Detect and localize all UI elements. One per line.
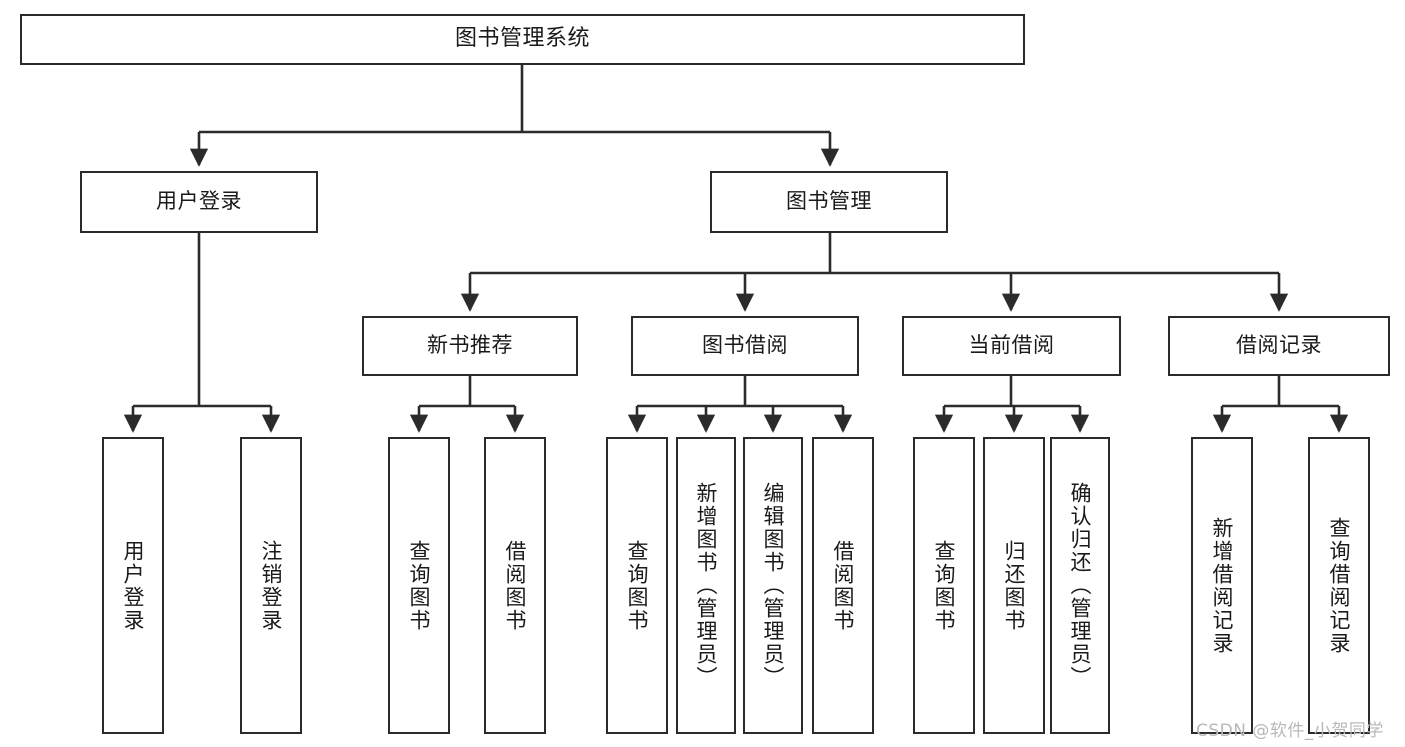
node-label: 图书借阅 [702,333,788,358]
node-leaf-edit-book[interactable]: 编辑图书（管理员） [743,437,803,734]
node-leaf-query-book-1[interactable]: 查询图书 [388,437,450,734]
node-new-book-recommend[interactable]: 新书推荐 [362,316,578,376]
node-label: 图书管理系统 [454,26,590,52]
node-label: 新增借阅记录 [1210,516,1235,655]
node-leaf-borrow-book-1[interactable]: 借阅图书 [484,437,546,734]
node-label: 查询图书 [932,539,957,632]
node-leaf-logout-login[interactable]: 注销登录 [240,437,302,734]
node-leaf-query-record[interactable]: 查询借阅记录 [1308,437,1370,734]
node-leaf-borrow-book-2[interactable]: 借阅图书 [812,437,874,734]
node-label: 查询图书 [407,539,432,632]
node-label: 用户登录 [156,189,242,214]
node-book-manage[interactable]: 图书管理 [710,171,948,233]
node-label: 当前借阅 [968,333,1055,358]
node-label: 注销登录 [259,539,284,632]
node-user-login[interactable]: 用户登录 [80,171,318,233]
node-label: 新增图书（管理员） [694,482,719,689]
node-leaf-add-record[interactable]: 新增借阅记录 [1191,437,1253,734]
node-label: 确认归还（管理员） [1068,482,1093,689]
node-leaf-query-book-2[interactable]: 查询图书 [606,437,668,734]
node-root-system[interactable]: 图书管理系统 [20,14,1025,65]
node-label: 借阅图书 [503,539,528,632]
node-label: 归还图书 [1002,539,1027,632]
node-label: 借阅图书 [831,539,856,632]
node-label: 编辑图书（管理员） [761,482,786,689]
node-current-borrow[interactable]: 当前借阅 [902,316,1121,376]
node-book-borrow[interactable]: 图书借阅 [631,316,859,376]
node-borrow-record[interactable]: 借阅记录 [1168,316,1390,376]
node-label: 用户登录 [121,539,146,632]
node-leaf-user-login[interactable]: 用户登录 [102,437,164,734]
node-leaf-add-book[interactable]: 新增图书（管理员） [676,437,736,734]
node-label: 图书管理 [786,189,872,214]
node-leaf-query-book-3[interactable]: 查询图书 [913,437,975,734]
csdn-watermark: CSDN @软件_小贺同学 [1196,721,1384,741]
node-label: 新书推荐 [427,333,513,358]
node-label: 查询图书 [625,539,650,632]
node-label: 查询借阅记录 [1327,516,1352,655]
node-leaf-confirm-return[interactable]: 确认归还（管理员） [1050,437,1110,734]
node-leaf-return-book[interactable]: 归还图书 [983,437,1045,734]
node-label: 借阅记录 [1236,333,1322,358]
